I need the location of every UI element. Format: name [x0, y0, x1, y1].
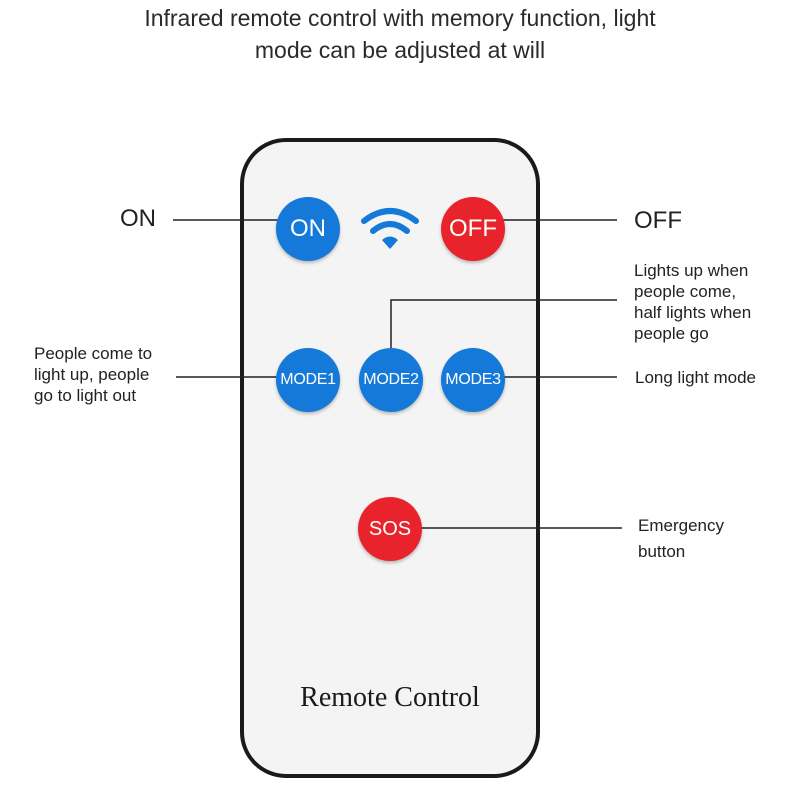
callout-mode2-text: Lights up when people come, half lights … — [634, 260, 751, 344]
on-button-label: ON — [290, 215, 326, 242]
callout-mode1-line: People come to — [34, 344, 153, 363]
off-button-label: OFF — [449, 215, 497, 242]
callout-on-label: ON — [120, 205, 156, 232]
sos-button[interactable]: SOS — [358, 497, 422, 561]
on-button[interactable]: ON — [276, 197, 340, 261]
page-title: Infrared remote control with memory func… — [0, 2, 800, 66]
callout-sos-line: Emergency — [638, 516, 724, 535]
title-line-1: Infrared remote control with memory func… — [144, 5, 656, 31]
callout-mode1-text: People come to light up, people go to li… — [34, 343, 152, 406]
mode1-button-label: MODE1 — [280, 371, 336, 388]
callout-mode2-line: half lights when — [634, 303, 752, 322]
callout-mode1-line: light up, people — [34, 365, 150, 384]
mode2-button-label: MODE2 — [363, 371, 419, 388]
remote-control-label: Remote Control — [300, 682, 480, 713]
wifi-signal-icon — [361, 208, 419, 249]
mode1-button[interactable]: MODE1 — [276, 348, 340, 412]
mode3-button[interactable]: MODE3 — [441, 348, 505, 412]
callout-mode3-label: Long light mode — [635, 368, 756, 387]
mode2-button[interactable]: MODE2 — [359, 348, 423, 412]
callout-mode2-line: Lights up when — [634, 261, 749, 280]
mode3-button-label: MODE3 — [445, 371, 501, 388]
callout-sos-line: button — [638, 542, 686, 561]
off-button[interactable]: OFF — [441, 197, 505, 261]
callout-mode2-line: people come, — [634, 282, 737, 301]
sos-button-label: SOS — [368, 517, 412, 540]
title-line-2: mode can be adjusted at will — [254, 37, 546, 63]
callout-sos-text: Emergency button — [638, 513, 724, 565]
callout-mode1-line: go to light out — [34, 386, 137, 405]
callout-mode2-line: people go — [634, 324, 709, 343]
callout-off-label: OFF — [634, 207, 682, 234]
